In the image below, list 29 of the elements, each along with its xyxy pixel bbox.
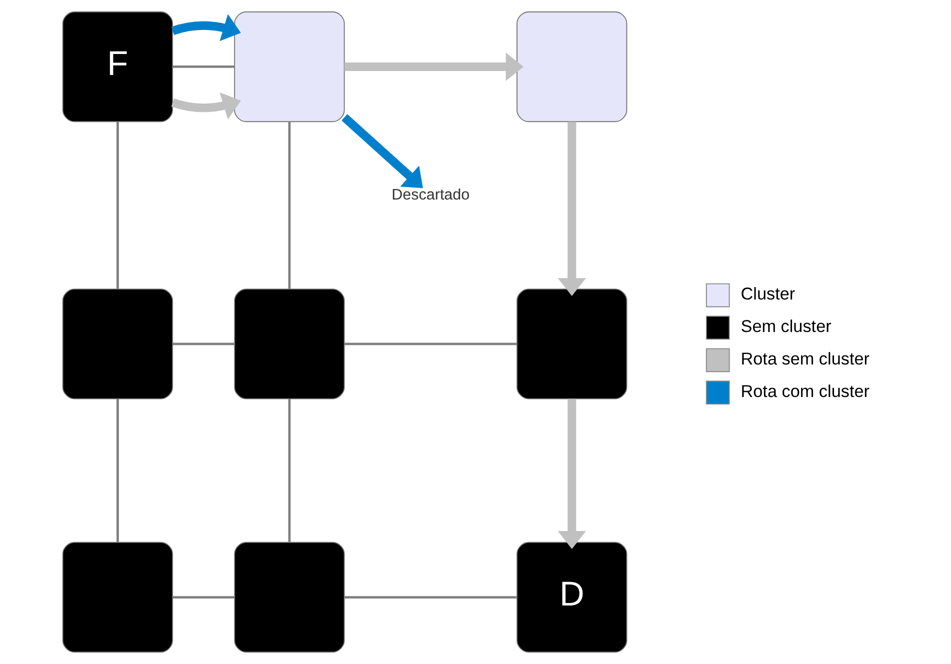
node-box: F xyxy=(62,11,174,122)
legend-label: Rota com cluster xyxy=(740,380,870,401)
legend-label: Rota sem cluster xyxy=(740,348,870,368)
node-box xyxy=(62,288,174,400)
legend-label: Sem cluster xyxy=(740,316,832,336)
connector xyxy=(172,66,234,68)
node-text: Descartado xyxy=(392,186,470,204)
node-box xyxy=(234,11,345,122)
connector xyxy=(172,596,234,598)
node-box xyxy=(516,288,628,400)
arrow xyxy=(558,122,586,296)
node-box xyxy=(234,542,345,653)
arrow xyxy=(344,52,524,81)
node-box xyxy=(516,11,628,122)
node-box xyxy=(62,542,174,653)
connector xyxy=(288,398,291,542)
arrow xyxy=(342,114,423,188)
connector xyxy=(172,342,234,346)
legend-label: Cluster xyxy=(740,283,796,304)
arrow xyxy=(558,398,586,549)
node-box xyxy=(234,288,345,400)
arrow xyxy=(171,14,241,42)
connector xyxy=(116,398,119,542)
connector xyxy=(116,122,119,290)
connector xyxy=(288,122,291,290)
connector xyxy=(344,342,517,346)
connector xyxy=(344,596,517,598)
arrow xyxy=(171,92,241,120)
node-box: D xyxy=(516,542,628,653)
